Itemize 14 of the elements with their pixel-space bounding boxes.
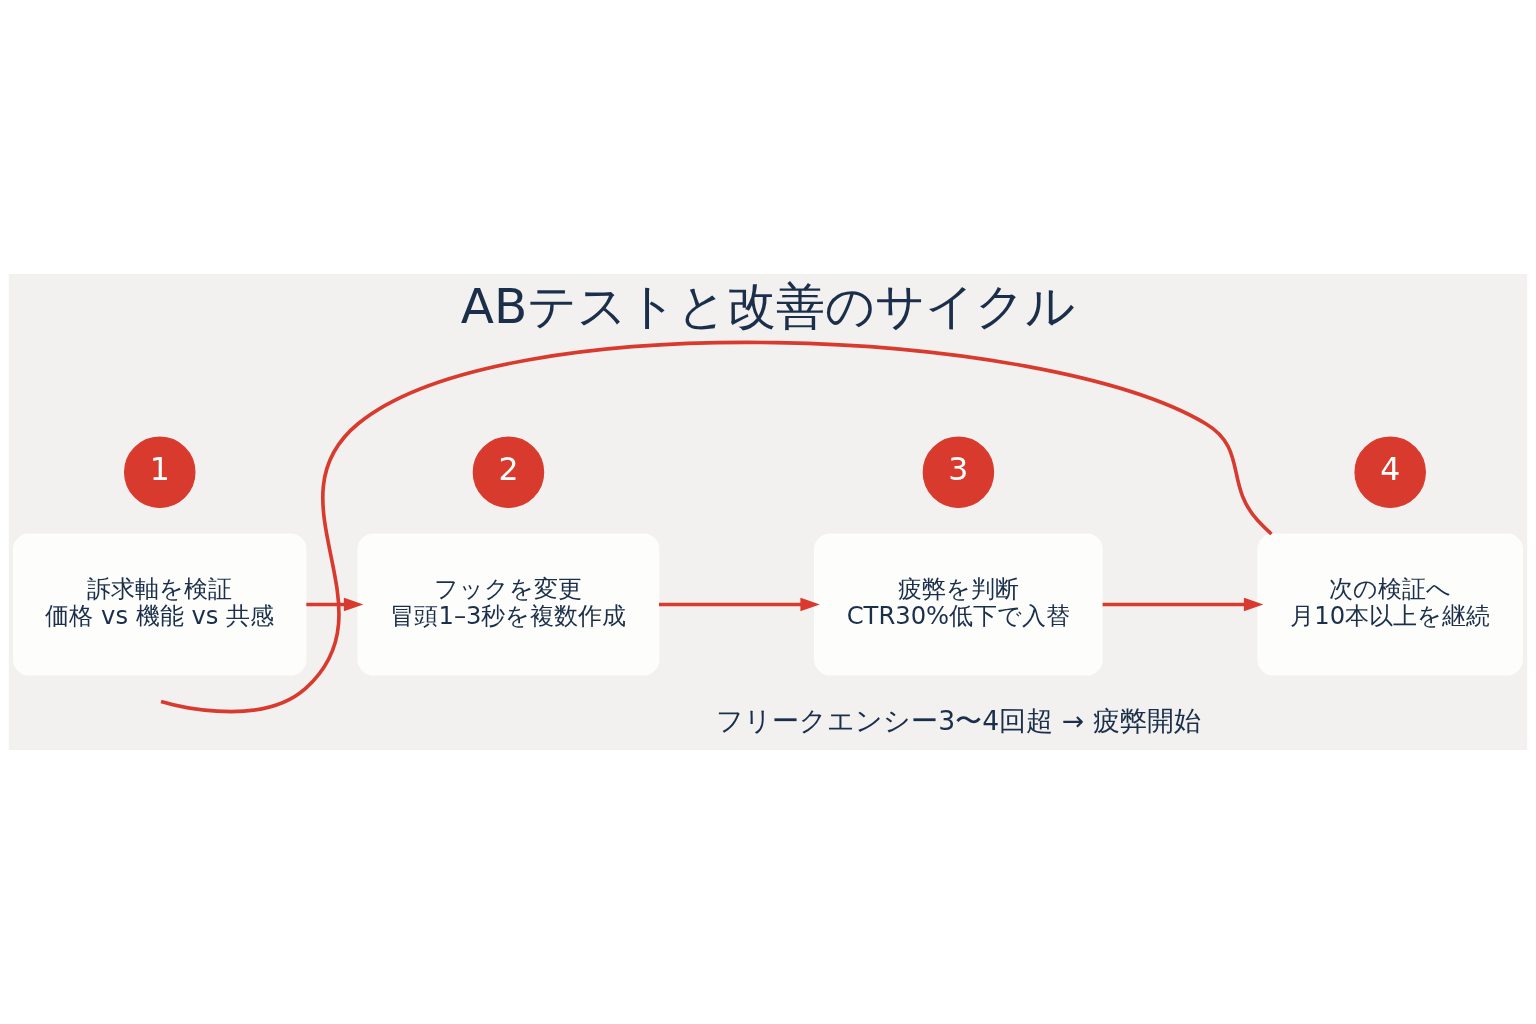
node-box: 疲弊を判断 CTR30%低下で入替 [814,533,1103,676]
node-circle: 3 [922,436,995,509]
node-box: フックを変更 冒頭1–3秒を複数作成 [357,533,660,676]
arrow [306,597,364,612]
connector [160,340,1273,714]
diagram-title: ABテストと改善のサイクル [460,277,1076,334]
node-box: 次の検証へ 月10本以上を継続 [1257,533,1523,676]
arrow [659,597,820,612]
node-circle: 2 [472,436,545,509]
label: フリークエンシー3〜4回超 → 疲弊開始 [716,705,1201,737]
node-circle: 1 [124,436,196,509]
node-circle: 4 [1354,436,1426,509]
node-box: 訴求軸を検証 価格 vs 機能 vs 共感 [13,533,307,676]
arrow [1102,597,1264,612]
